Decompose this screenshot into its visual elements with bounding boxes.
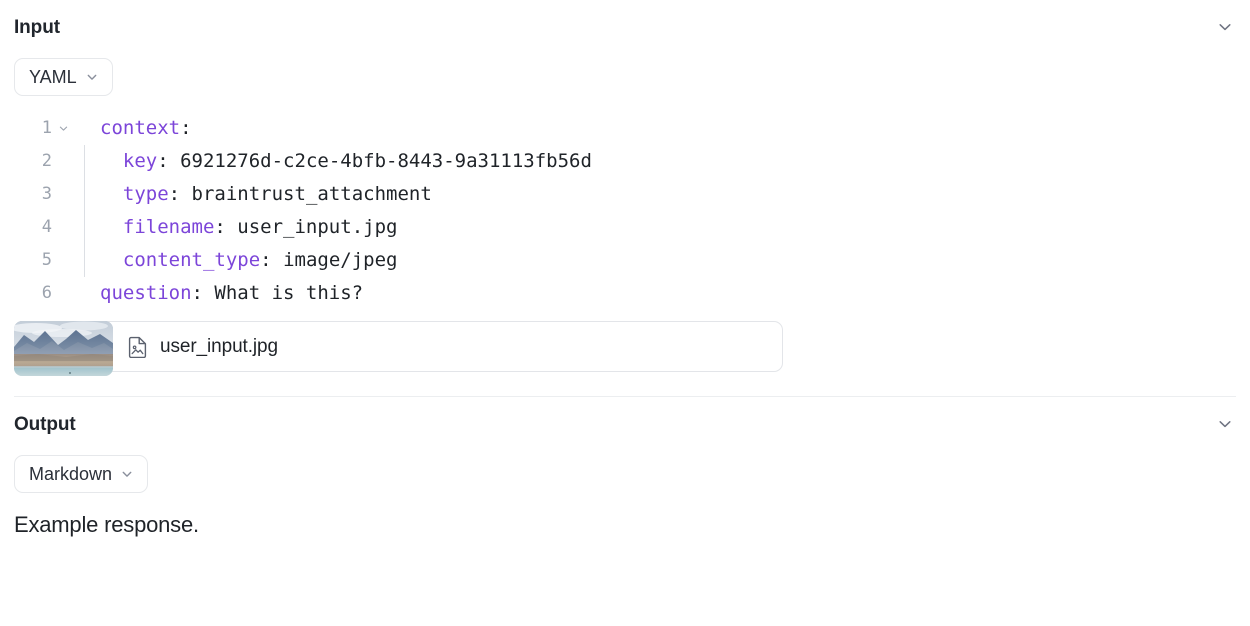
code-line: 3 type: braintrust_attachment <box>0 178 1250 211</box>
indent-guide <box>74 211 100 244</box>
code-fold-spacer <box>52 178 74 211</box>
code-line: 6 question: What is this? <box>0 277 1250 310</box>
yaml-colon: : <box>180 117 192 139</box>
attachment-area: user_input.jpg <box>0 312 1250 376</box>
yaml-value: user_input.jpg <box>225 216 398 238</box>
code-text: content_type: image/jpeg <box>100 244 398 277</box>
chevron-down-icon <box>59 126 67 131</box>
code-fold-spacer <box>52 244 74 277</box>
mountain-lake-landscape-image <box>14 321 113 376</box>
yaml-key: type <box>122 183 169 205</box>
input-collapse-button[interactable] <box>1214 16 1236 38</box>
output-collapse-button[interactable] <box>1214 413 1236 435</box>
yaml-colon: : <box>214 216 226 238</box>
indent-guide <box>74 178 100 211</box>
input-format-row: YAML <box>0 58 1250 96</box>
line-number: 1 <box>41 118 52 138</box>
yaml-key: context <box>100 117 181 139</box>
code-indent <box>100 145 123 178</box>
input-format-label: YAML <box>29 67 77 87</box>
yaml-key: filename <box>122 216 215 238</box>
output-response-text: Example response. <box>14 512 199 537</box>
line-number: 5 <box>41 250 52 270</box>
code-line: 1 context: <box>0 112 1250 145</box>
code-text: key: 6921276d-c2ce-4bfb-8443-9a31113fb56… <box>100 145 592 178</box>
page-title-output: Output <box>14 413 76 435</box>
code-fold-toggle[interactable] <box>52 112 74 145</box>
chevron-down-icon <box>1216 18 1234 36</box>
code-indent <box>100 211 123 244</box>
yaml-value: image/jpeg <box>271 249 398 271</box>
indent-guide <box>74 112 100 145</box>
yaml-value: braintrust_attachment <box>180 183 432 205</box>
code-line: 5 content_type: image/jpeg <box>0 244 1250 277</box>
image-file-icon <box>128 336 148 358</box>
yaml-value: 6921276d-c2ce-4bfb-8443-9a31113fb56d <box>168 150 592 172</box>
chevron-down-icon <box>1216 415 1234 433</box>
code-text: question: What is this? <box>100 277 363 310</box>
code-line: 2 key: 6921276d-c2ce-4bfb-8443-9a31113fb… <box>0 145 1250 178</box>
chevron-down-icon <box>85 70 99 84</box>
yaml-colon: : <box>260 249 272 271</box>
yaml-key: content_type <box>122 249 261 271</box>
code-indent <box>100 244 123 277</box>
code-text: context: <box>100 112 192 145</box>
output-format-row: Markdown <box>0 455 1250 493</box>
chevron-down-icon <box>120 467 134 481</box>
page-title-input: Input <box>14 16 60 38</box>
attachment-chip-user-input[interactable]: user_input.jpg <box>14 321 783 376</box>
indent-guide <box>74 277 100 310</box>
yaml-value: What is this? <box>202 282 364 304</box>
code-fold-spacer <box>52 211 74 244</box>
code-indent <box>100 178 123 211</box>
line-number: 4 <box>41 217 52 237</box>
indent-guide <box>74 244 100 277</box>
attachment-thumbnail <box>14 321 113 376</box>
yaml-key: key <box>122 150 158 172</box>
code-fold-spacer <box>52 277 74 310</box>
yaml-colon: : <box>168 183 181 205</box>
attachment-filename: user_input.jpg <box>160 335 278 357</box>
yaml-colon: : <box>157 150 169 172</box>
code-fold-spacer <box>52 145 74 178</box>
line-number: 2 <box>41 151 52 171</box>
output-format-select[interactable]: Markdown <box>14 455 149 493</box>
output-section-header: Output <box>0 407 1250 441</box>
code-line: 4 filename: user_input.jpg <box>0 211 1250 244</box>
input-format-select[interactable]: YAML <box>14 58 113 96</box>
line-number: 6 <box>41 283 52 303</box>
line-number: 3 <box>41 184 52 204</box>
output-body: Example response. <box>0 493 1250 540</box>
indent-guide <box>74 145 100 178</box>
attachment-chip-body: user_input.jpg <box>15 336 278 358</box>
yaml-key: question <box>100 282 192 304</box>
input-section-header: Input <box>0 10 1250 44</box>
code-text: type: braintrust_attachment <box>100 178 432 211</box>
code-text: filename: user_input.jpg <box>100 211 398 244</box>
section-divider <box>14 396 1236 397</box>
output-format-label: Markdown <box>29 464 113 484</box>
yaml-colon: : <box>191 282 203 304</box>
